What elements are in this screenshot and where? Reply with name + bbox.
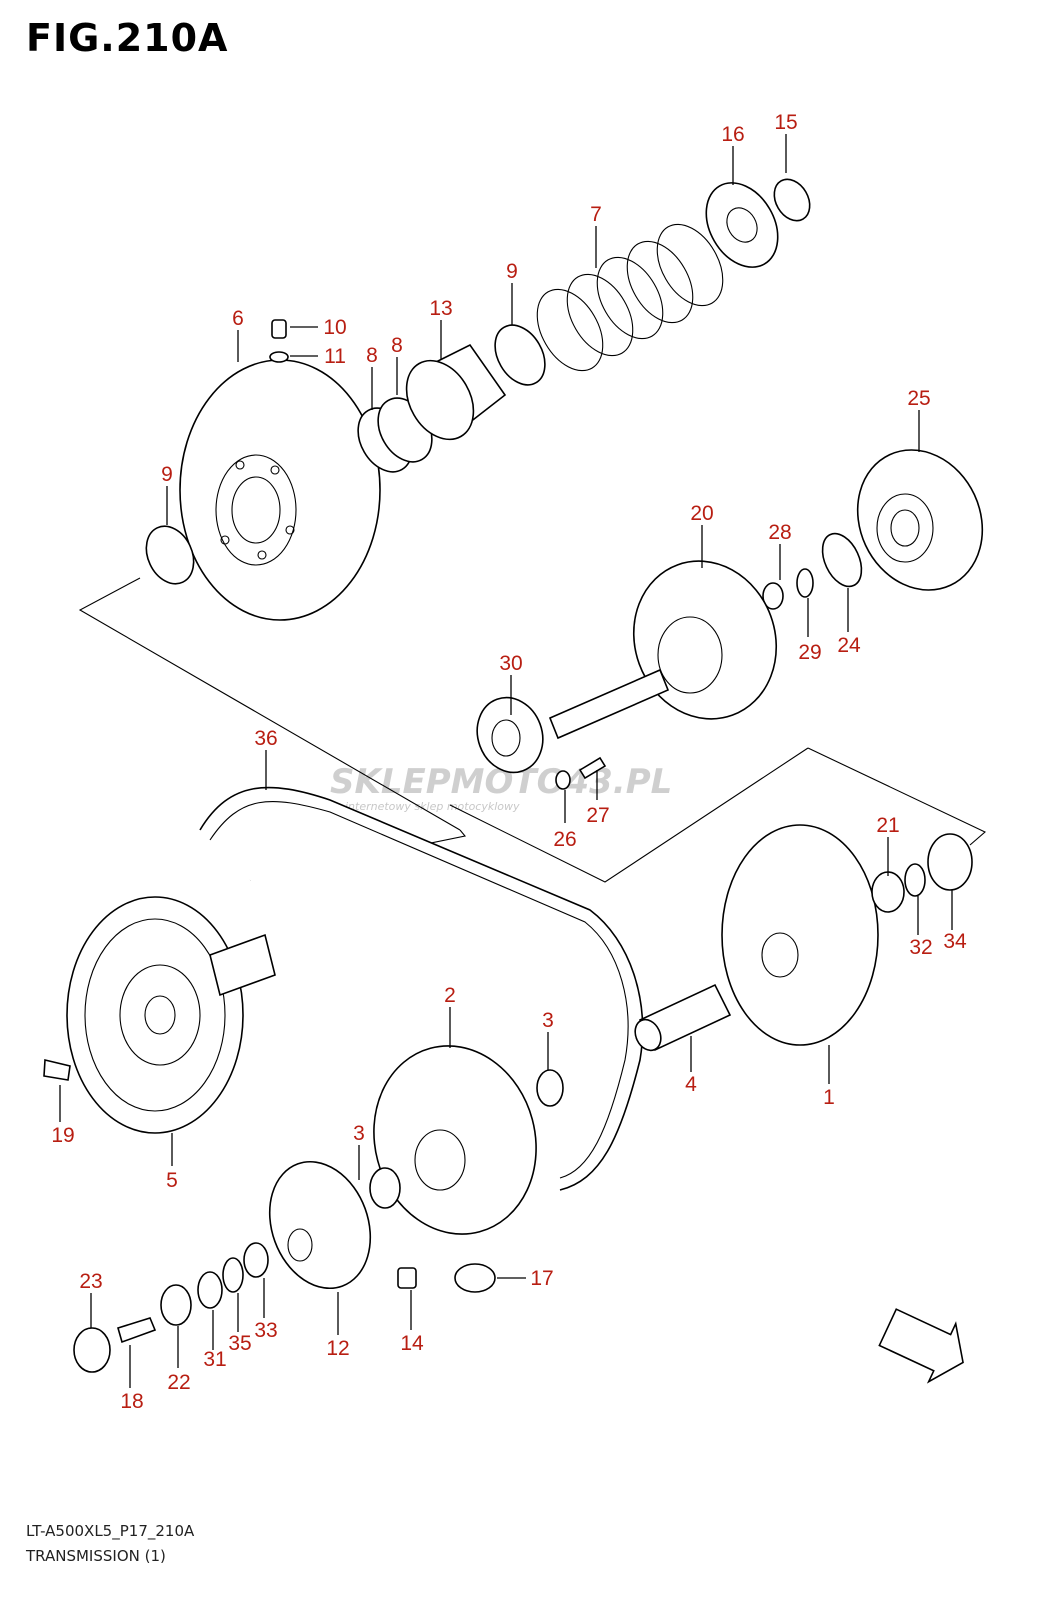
forward-direction-badge: FWD — [878, 1308, 964, 1384]
section-name: TRANSMISSION (1) — [26, 1547, 166, 1565]
bushing-part-17 — [454, 1263, 496, 1293]
bearing-part-21 — [871, 871, 905, 913]
callout-22: 22 — [167, 1371, 190, 1394]
ring-part-3-lower — [369, 1167, 401, 1209]
callout-1: 1 — [823, 1086, 835, 1109]
callout-4: 4 — [685, 1073, 697, 1096]
ring-part-3-upper — [536, 1069, 564, 1107]
callout-3-lower: 3 — [353, 1122, 365, 1145]
ring-part-9-lower — [145, 525, 195, 585]
pin-and-nut-parts-10-11 — [269, 319, 289, 363]
callout-17: 17 — [530, 1267, 553, 1290]
callout-5: 5 — [166, 1169, 178, 1192]
callout-25: 25 — [907, 387, 930, 410]
cam-part-12 — [268, 1160, 372, 1290]
callout-6: 6 — [232, 307, 244, 330]
leader-lines — [59, 134, 953, 1388]
nut-part-15 — [773, 178, 811, 222]
callout-9-lower: 9 — [161, 463, 173, 486]
callout-32: 32 — [909, 936, 932, 959]
ring-part-9-upper — [494, 324, 546, 386]
reference-lines — [78, 577, 986, 883]
callout-12: 12 — [326, 1337, 349, 1360]
callout-9-upper: 9 — [506, 260, 518, 283]
callout-8-right: 8 — [391, 334, 403, 357]
callout-15: 15 — [774, 111, 797, 134]
model-code: LT-A500XL5_P17_210A — [26, 1522, 195, 1540]
drive-belt-part-36 — [199, 786, 644, 1191]
pulley-part-5 — [66, 896, 276, 1134]
callout-30: 30 — [499, 652, 522, 675]
callout-7: 7 — [590, 203, 602, 226]
callout-18: 18 — [120, 1390, 143, 1413]
watermark-tagline: internetowy sklep motocyklowy — [345, 800, 520, 813]
callout-3-upper: 3 — [542, 1009, 554, 1032]
washer-part-29 — [796, 568, 814, 598]
needle-bearing-part-24 — [821, 532, 863, 588]
callout-31: 31 — [203, 1348, 226, 1371]
callout-20: 20 — [690, 502, 713, 525]
bolt-part-18 — [117, 1317, 157, 1344]
callout-2: 2 — [444, 984, 456, 1007]
callout-21: 21 — [876, 814, 899, 837]
callout-8-left: 8 — [366, 344, 378, 367]
callout-36: 36 — [254, 727, 277, 750]
callout-14: 14 — [400, 1332, 424, 1355]
drive-face-part-1 — [721, 824, 879, 1046]
callout-26: 26 — [553, 828, 576, 851]
callout-33: 33 — [254, 1319, 277, 1342]
ring-part-35 — [222, 1257, 244, 1293]
driven-face-part-6 — [179, 359, 381, 621]
spring-seat-part-16 — [705, 182, 779, 268]
figure-title: FIG.210A — [26, 16, 229, 60]
ring-part-31 — [197, 1271, 223, 1309]
clutch-housing-part-20 — [548, 560, 778, 740]
clutch-part-25 — [856, 449, 984, 591]
callout-23: 23 — [79, 1270, 102, 1293]
callout-11: 11 — [324, 345, 346, 368]
callout-29: 29 — [798, 641, 821, 664]
spring-part-7 — [536, 223, 724, 372]
collar-part-13 — [405, 343, 507, 441]
callout-labels: 16 15 7 9 13 6 10 11 8 8 9 25 20 28 29 2… — [51, 111, 967, 1413]
screw-part-27 — [578, 756, 607, 780]
callout-16: 16 — [721, 123, 744, 146]
callout-27: 27 — [586, 804, 609, 827]
callout-24: 24 — [837, 634, 861, 657]
bearing-part-30 — [476, 696, 544, 774]
callout-34: 34 — [943, 930, 967, 953]
driven-face-part-2 — [373, 1045, 537, 1235]
washer-part-26 — [555, 770, 571, 790]
sleeve-part-4 — [634, 983, 732, 1052]
callout-13: 13 — [429, 297, 452, 320]
callout-10: 10 — [323, 316, 346, 339]
callout-35: 35 — [228, 1332, 251, 1355]
callout-28: 28 — [768, 521, 791, 544]
o-ring-part-32 — [904, 863, 926, 897]
ring-part-33 — [243, 1242, 269, 1278]
nut-part-28 — [762, 582, 784, 610]
bolt-part-19 — [43, 1058, 71, 1081]
cap-part-23 — [73, 1327, 111, 1373]
clip-part-14 — [397, 1267, 417, 1289]
seal-part-34 — [927, 833, 973, 891]
bushing-part-22 — [160, 1284, 192, 1326]
callout-19: 19 — [51, 1124, 74, 1147]
